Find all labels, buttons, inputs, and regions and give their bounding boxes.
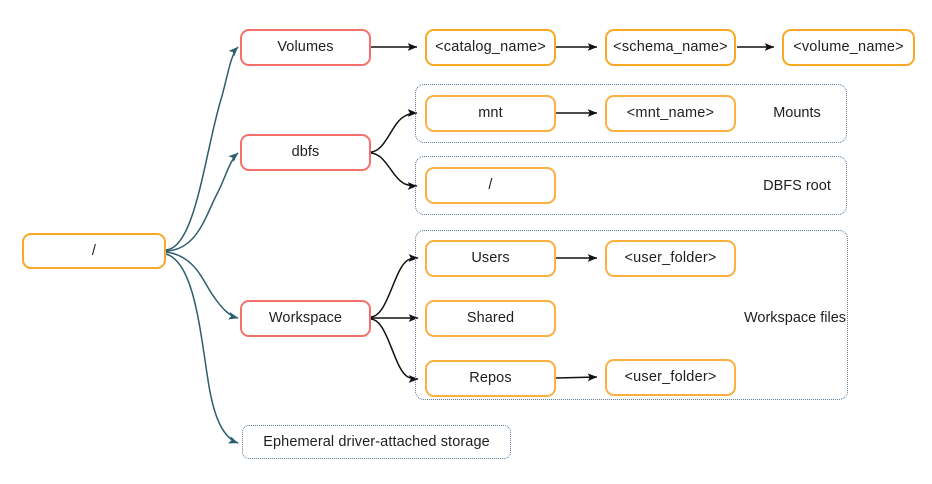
node-mnt[interactable]: mnt [425,95,556,132]
node-root[interactable]: / [22,233,166,269]
node-dbfs[interactable]: dbfs [240,134,371,171]
group-mounts [415,84,847,143]
edge-root-to-volumes [165,46,239,251]
group-dbfs-root [415,156,847,215]
node-dbfs-root-slash[interactable]: / [425,167,556,204]
node-volumes[interactable]: Volumes [240,29,371,66]
group-label-dbfs-root: DBFS root [763,178,831,194]
node-repos-user-folder[interactable]: <user_folder> [605,359,736,396]
node-ephemeral-storage[interactable]: Ephemeral driver-attached storage [242,425,511,459]
node-volume-name[interactable]: <volume_name> [782,29,915,66]
node-shared[interactable]: Shared [425,300,556,337]
edge-workspace-to-users [370,254,419,318]
node-users-user-folder[interactable]: <user_folder> [605,240,736,277]
node-mnt-name[interactable]: <mnt_name> [605,95,736,132]
node-workspace[interactable]: Workspace [240,300,371,337]
edge-root-to-ephemeral [165,253,239,444]
edge-dbfs-to-dbfs-root [370,152,418,190]
node-catalog-name[interactable]: <catalog_name> [425,29,556,66]
edge-root-to-workspace [165,251,239,320]
group-workspace-files [415,230,848,400]
edge-workspace-to-repos [370,318,419,383]
group-label-workspace-files: Workspace files [743,310,847,326]
group-label-mounts: Mounts [773,105,821,121]
node-repos[interactable]: Repos [425,360,556,397]
node-schema-name[interactable]: <schema_name> [605,29,736,66]
node-users[interactable]: Users [425,240,556,277]
edge-dbfs-to-mnt [370,109,418,153]
edge-root-to-dbfs [165,152,239,252]
